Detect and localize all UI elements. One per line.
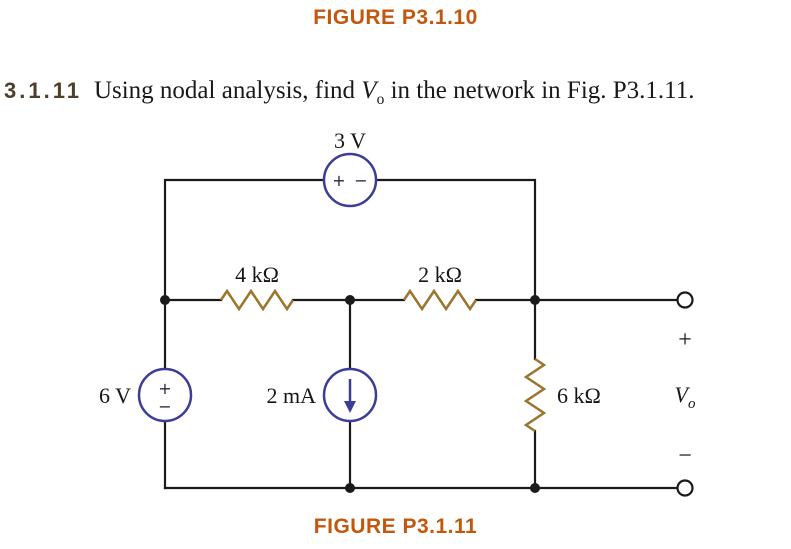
label-2ma: 2 mA xyxy=(267,383,317,408)
label-2k: 2 kΩ xyxy=(418,262,462,287)
minus-sign: − xyxy=(354,171,367,190)
problem-text-before: Using nodal analysis, find xyxy=(93,77,362,104)
problem-variable-sub: o xyxy=(376,91,385,108)
voltage-source-6v-circle xyxy=(137,367,193,423)
circuit-wires xyxy=(163,178,679,490)
current-arrow-head xyxy=(344,401,356,413)
current-source-2ma xyxy=(322,367,378,423)
output-v-sub: o xyxy=(688,396,696,412)
wire xyxy=(163,178,326,302)
output-terminal-bottom xyxy=(676,479,694,497)
output-minus: − xyxy=(678,443,692,469)
label-4k: 4 kΩ xyxy=(235,262,279,287)
problem-number: 3.1.11 xyxy=(4,78,82,103)
voltage-source-6v: + − xyxy=(137,367,193,423)
resistor-2k-zigzag xyxy=(402,288,478,312)
label-6v: 6 V xyxy=(99,383,131,408)
problem-variable: V xyxy=(361,77,377,104)
output-terminal-top xyxy=(676,291,694,309)
voltage-source-3v-circle xyxy=(322,152,378,208)
output-voltage-label: Vo xyxy=(675,382,696,412)
wire xyxy=(374,178,537,302)
figure-caption-bottom: FIGURE P3.1.11 xyxy=(313,515,478,538)
resistor-6k-zigzag xyxy=(523,357,547,433)
resistor-4k-zigzag xyxy=(219,288,295,312)
node-dot xyxy=(345,295,355,305)
node-dot xyxy=(530,483,540,493)
voltage-source-3v: + − xyxy=(322,152,378,208)
node-dot xyxy=(160,295,170,305)
label-3v: 3 V xyxy=(334,128,366,153)
problem-statement: 3.1.11 Using nodal analysis, find Vo in t… xyxy=(4,77,789,109)
output-plus: + xyxy=(678,327,692,353)
node-dot xyxy=(345,483,355,493)
problem-text-after: in the network in Fig. P3.1.11. xyxy=(384,77,695,104)
label-6k: 6 kΩ xyxy=(557,383,601,408)
figure-caption-top: FIGURE P3.1.10 xyxy=(313,6,478,29)
minus-sign: − xyxy=(158,397,171,416)
plus-sign: + xyxy=(332,171,345,190)
output-v: V xyxy=(675,382,691,407)
node-dot xyxy=(530,295,540,305)
plus-sign: + xyxy=(158,379,171,398)
